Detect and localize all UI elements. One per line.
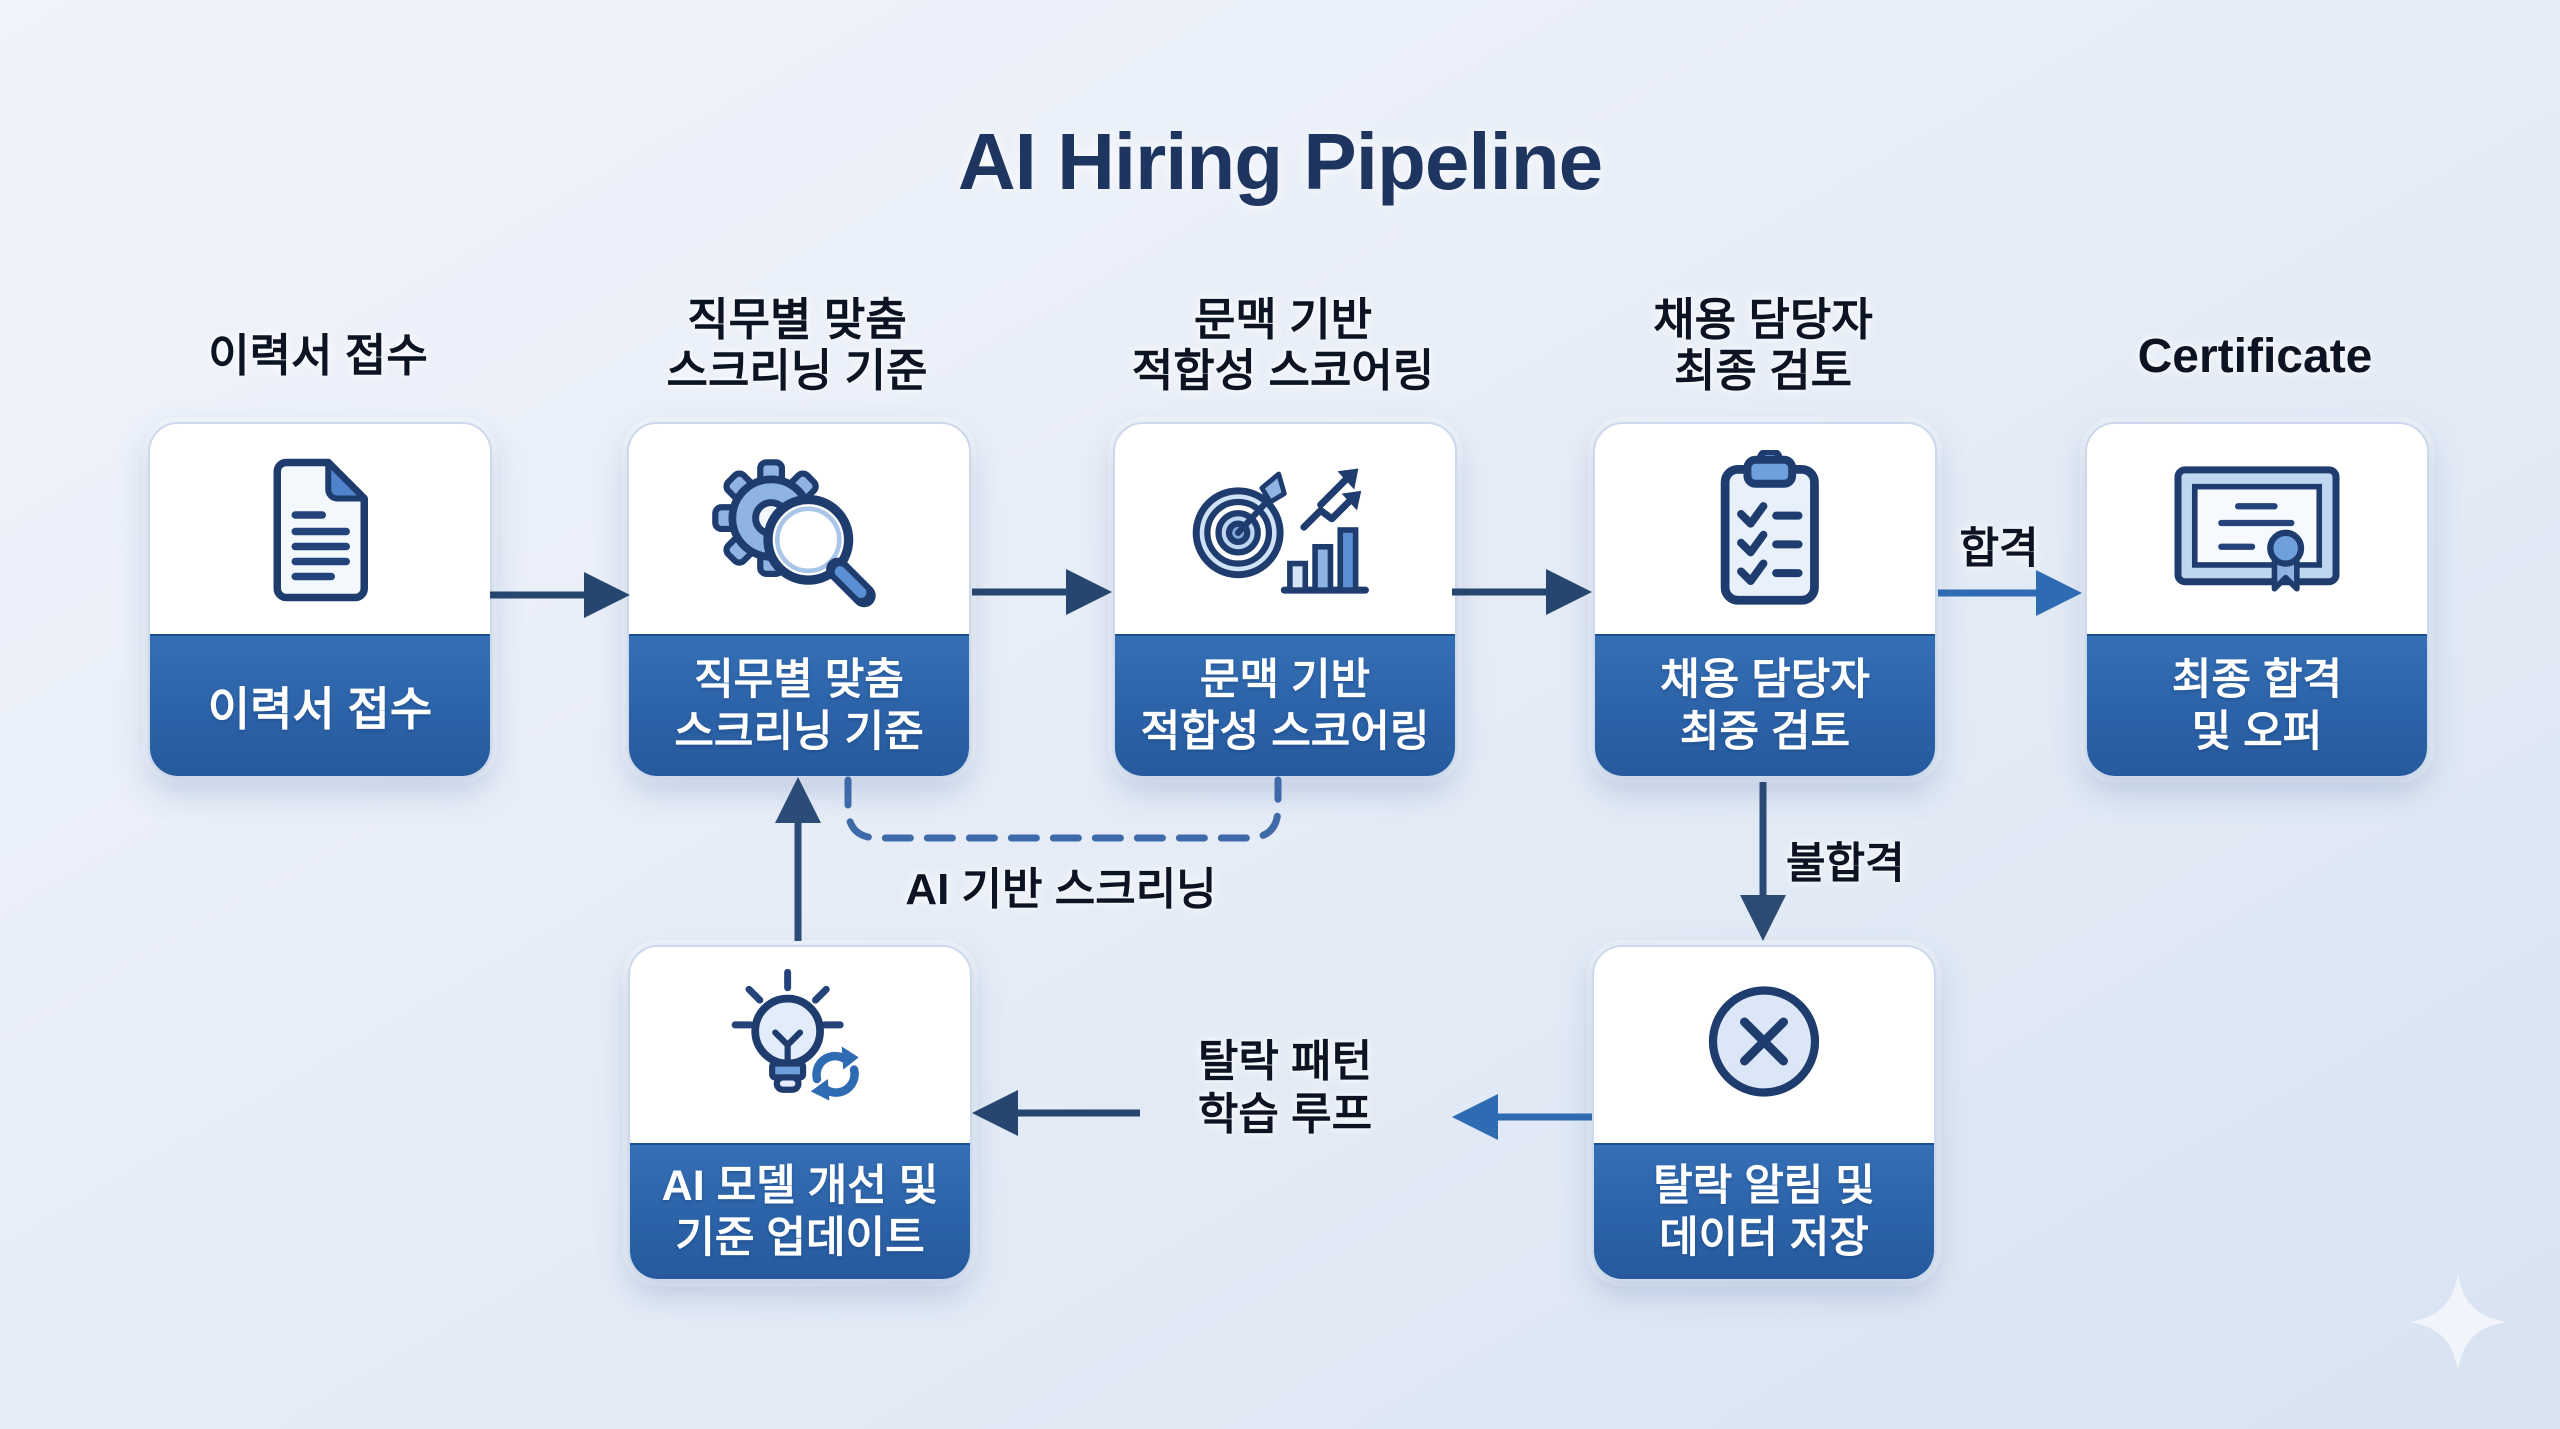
step-card-model-update: AI 모델 개선 및 기준 업데이트 (628, 945, 972, 1281)
step-footer-scoring: 문맥 기반 적합성 스코어링 (1115, 634, 1455, 776)
gear-magnifier-icon (712, 458, 876, 607)
resume-icon-area (150, 424, 490, 636)
arrow-model-to-screening (775, 777, 821, 941)
arrow-pass (1938, 570, 2082, 616)
arrow-rejection-to-loop (1452, 1094, 1592, 1140)
step-card-scoring: 문맥 기반 적합성 스코어링 (1113, 422, 1457, 778)
lightbulb-refresh-icon (731, 968, 859, 1101)
step-footer-resume: 이력서 접수 (150, 634, 490, 776)
rejection-icon-area (1594, 947, 1934, 1145)
step-card-review: 채용 담당자 최중 검토 (1593, 422, 1937, 778)
step-header-scoring: 문맥 기반 적합성 스코어링 (1131, 294, 1435, 397)
arrow-scoring-to-review (1452, 569, 1592, 615)
step-footer-review: 채용 담당자 최중 검토 (1595, 634, 1935, 776)
step-header-resume: 이력서 접수 (208, 330, 428, 381)
step-header-certificate: Certificate (2137, 330, 2373, 383)
step-card-screening: 직무별 맞춤 스크리닝 기준 (627, 422, 971, 778)
edge-label-ai-screening: AI 기반 스크리닝 (905, 865, 1217, 914)
screening-icon-area (629, 424, 969, 636)
scoring-icon-area (1115, 424, 1455, 636)
x-circle-icon (1708, 986, 1820, 1097)
dashed-ai-screening-bracket (844, 776, 1282, 842)
target-chart-icon (1192, 468, 1369, 594)
step-footer-certificate: 최종 합격 및 오퍼 (2087, 634, 2427, 776)
page-title: AI Hiring Pipeline (957, 117, 1603, 206)
arrow-resume-to-screening (490, 572, 630, 618)
model-update-icon-area (630, 947, 970, 1145)
certificate-icon (2174, 466, 2340, 592)
sparkle-icon (2410, 1274, 2506, 1370)
arrow-fail (1740, 782, 1786, 941)
step-card-certificate: 최종 합격 및 오퍼 (2085, 422, 2429, 778)
arrow-loop-to-model (972, 1090, 1140, 1136)
edge-label-loop: 탈락 패턴 학습 루프 (1197, 1037, 1373, 1139)
step-footer-screening: 직무별 맞춤 스크리닝 기준 (629, 634, 969, 776)
clipboard-checklist-icon (1720, 450, 1819, 605)
step-card-rejection: 탈락 알림 및 데이터 저장 (1592, 945, 1936, 1281)
step-header-screening: 직무별 맞춤 스크리닝 기준 (666, 294, 928, 397)
step-card-resume: 이력서 접수 (148, 422, 492, 778)
arrow-screening-to-scoring (972, 569, 1112, 615)
certificate-icon-area (2087, 424, 2427, 636)
edge-label-pass: 합격 (1959, 525, 2039, 573)
review-icon-area (1595, 424, 1935, 636)
step-header-review: 채용 담당자 최종 검토 (1653, 294, 1873, 397)
step-footer-model-update: AI 모델 개선 및 기준 업데이트 (630, 1143, 970, 1279)
edge-label-fail: 불합격 (1786, 840, 1905, 888)
step-footer-rejection: 탈락 알림 및 데이터 저장 (1594, 1143, 1934, 1279)
document-icon (273, 458, 368, 602)
